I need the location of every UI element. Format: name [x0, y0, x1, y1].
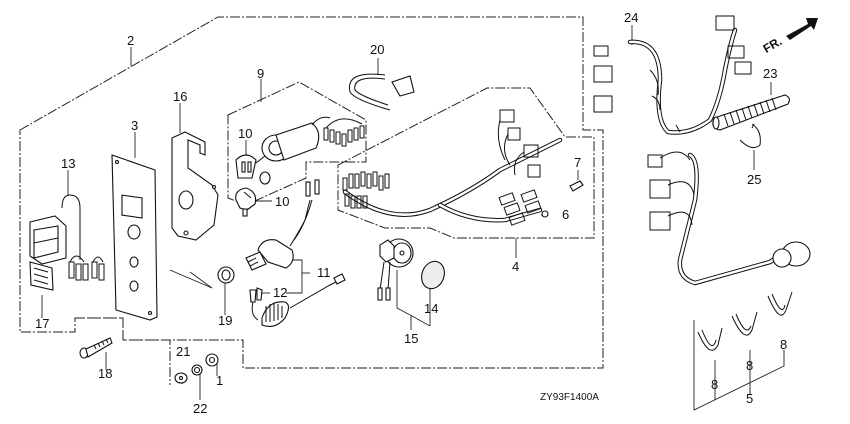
callout-20[interactable]: 20 — [370, 42, 384, 57]
callout-15[interactable]: 15 — [404, 331, 418, 346]
callout-16[interactable]: 16 — [173, 89, 187, 104]
callout-5[interactable]: 5 — [746, 391, 753, 406]
callout-9[interactable]: 9 — [257, 66, 264, 81]
diagram-code: ZY93F1400A — [540, 392, 599, 403]
callout-21[interactable]: 21 — [176, 344, 190, 359]
part-19-grommet[interactable] — [217, 266, 235, 284]
part-20-cable-strap[interactable] — [348, 73, 415, 111]
part-11-emergency-switch[interactable] — [245, 179, 320, 271]
callout-8c[interactable]: 8 — [780, 337, 787, 352]
part-18-screw[interactable] — [79, 337, 113, 359]
callout-14[interactable]: 14 — [424, 301, 438, 316]
part-23-corrugated-tube[interactable] — [712, 94, 790, 131]
part-8-clip-c[interactable] — [767, 291, 793, 316]
callouts: 2 3 16 9 10 10 13 17 18 19 21 22 1 20 11… — [35, 10, 787, 416]
part-8-clip-a[interactable] — [697, 327, 723, 351]
part-14-cover[interactable] — [418, 258, 448, 292]
part-13-switch[interactable] — [29, 194, 105, 281]
callout-10a[interactable]: 10 — [238, 126, 252, 141]
part-16-bracket[interactable] — [171, 131, 219, 241]
part-12-lanyard[interactable] — [249, 273, 346, 327]
part-10-key-a[interactable] — [235, 154, 266, 179]
part-24-sub-harness[interactable] — [593, 15, 752, 135]
front-direction-indicator: FR. — [761, 18, 818, 56]
callout-13[interactable]: 13 — [61, 156, 75, 171]
part-22-lock-washer[interactable] — [191, 364, 203, 376]
callout-8a[interactable]: 8 — [711, 377, 718, 392]
part-10-key-b[interactable] — [235, 187, 257, 217]
callout-10b[interactable]: 10 — [275, 194, 289, 209]
callout-1[interactable]: 1 — [216, 373, 223, 388]
callout-23[interactable]: 23 — [763, 66, 777, 81]
callout-24[interactable]: 24 — [624, 10, 638, 25]
part-25-clip[interactable] — [739, 123, 761, 149]
part-9-ignition-switch[interactable] — [261, 116, 365, 162]
part-7-sleeve[interactable] — [569, 180, 584, 192]
callout-6[interactable]: 6 — [562, 207, 569, 222]
mounting-bracket-outline — [75, 317, 171, 385]
part-6-grommet[interactable] — [541, 210, 549, 218]
part-5-harness[interactable] — [647, 151, 811, 286]
callout-4[interactable]: 4 — [512, 259, 519, 274]
callout-25[interactable]: 25 — [747, 172, 761, 187]
leader-lines — [41, 25, 785, 411]
key-ring — [259, 171, 271, 185]
part-17-label[interactable] — [29, 261, 54, 291]
callout-12[interactable]: 12 — [273, 285, 287, 300]
grommet-leader — [169, 269, 213, 289]
part-4-main-harness[interactable] — [342, 109, 563, 226]
part-3-panel-plate[interactable] — [111, 154, 158, 321]
assembly-9-outline — [227, 81, 367, 206]
part-1-nut[interactable] — [205, 353, 219, 367]
assembly-4-outline — [337, 87, 595, 239]
callout-17[interactable]: 17 — [35, 316, 49, 331]
callout-3[interactable]: 3 — [131, 118, 138, 133]
callout-8b[interactable]: 8 — [746, 358, 753, 373]
front-label: FR. — [761, 34, 785, 56]
part-21-washer[interactable] — [174, 372, 188, 384]
part-8-clip-b[interactable] — [731, 311, 758, 336]
part-15-buzzer[interactable] — [377, 238, 414, 301]
callout-22[interactable]: 22 — [193, 401, 207, 416]
assembly-2-outline — [19, 16, 604, 369]
callout-7[interactable]: 7 — [574, 155, 581, 170]
callout-19[interactable]: 19 — [218, 313, 232, 328]
front-arrow-icon — [786, 18, 818, 40]
callout-18[interactable]: 18 — [98, 366, 112, 381]
callout-2[interactable]: 2 — [127, 33, 134, 48]
callout-11[interactable]: 11 — [317, 265, 331, 280]
